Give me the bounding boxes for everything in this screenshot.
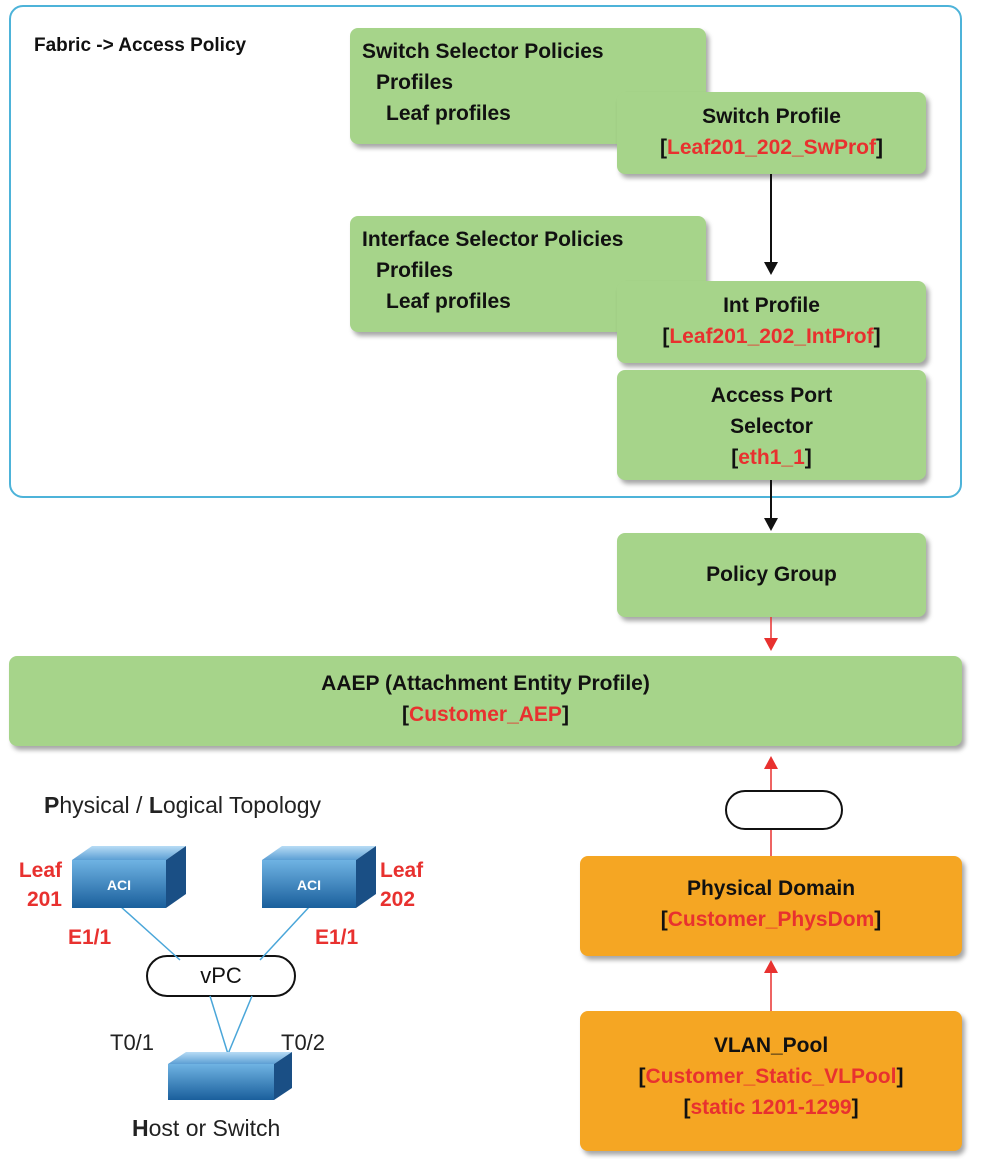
policy-group-label: Policy Group bbox=[706, 563, 837, 586]
int-profile-name-line: [Leaf201_202_IntProf] bbox=[662, 325, 881, 348]
fabric-access-policy-frame bbox=[9, 5, 962, 498]
vlan-pool-name-line: [Customer_Static_VLPool] bbox=[638, 1065, 904, 1088]
int-profile-name: Leaf201_202_IntProf bbox=[669, 325, 874, 348]
switch-profile-box: Switch Profile [Leaf201_202_SwProf] bbox=[617, 92, 926, 174]
empty-connector-pill bbox=[725, 790, 843, 830]
host-or-switch-label: Host or Switch bbox=[132, 1115, 281, 1141]
selector-label: Selector bbox=[730, 415, 813, 438]
vlan-pool-label: VLAN_Pool bbox=[713, 1034, 829, 1057]
physical-domain-box: Physical Domain [Customer_PhysDom] bbox=[580, 856, 962, 956]
access-port-name-line: [eth1_1] bbox=[731, 446, 812, 469]
switch-selector-profiles: Profiles bbox=[376, 71, 454, 94]
physical-domain-name-line: [Customer_PhysDom] bbox=[660, 908, 882, 931]
port-t0-1: T0/1 bbox=[110, 1030, 155, 1055]
switch-selector-title: Switch Selector Policies bbox=[362, 40, 604, 63]
svg-text:ACI: ACI bbox=[107, 877, 131, 893]
int-profile-label: Int Profile bbox=[723, 294, 820, 317]
arrowhead-policy-to-aaep bbox=[764, 638, 778, 651]
physical-domain-name: Customer_PhysDom bbox=[667, 908, 875, 931]
arrowhead-pill-to-aaep bbox=[764, 756, 778, 769]
link-vpc-host-b bbox=[227, 995, 253, 1055]
access-port-label: Access Port bbox=[710, 384, 833, 407]
arrowhead-selector-to-policy bbox=[764, 518, 778, 531]
switch-profile-name-line: [Leaf201_202_SwProf] bbox=[660, 136, 883, 159]
physical-domain-label: Physical Domain bbox=[686, 877, 856, 900]
switch-selector-leaf-profiles: Leaf profiles bbox=[386, 102, 511, 125]
leaf-201-switch-icon: ACI bbox=[72, 846, 186, 908]
interface-selector-leaf-profiles: Leaf profiles bbox=[386, 290, 511, 313]
access-port-name: eth1_1 bbox=[738, 446, 805, 469]
vlan-pool-box: VLAN_Pool [Customer_Static_VLPool] [stat… bbox=[580, 1011, 962, 1151]
host-switch-icon bbox=[168, 1052, 292, 1100]
vpc-pill: vPC bbox=[146, 955, 296, 997]
leaf-201-port: E1/1 bbox=[68, 926, 112, 949]
switch-profile-name: Leaf201_202_SwProf bbox=[667, 136, 876, 159]
policy-group-box: Policy Group bbox=[617, 533, 926, 617]
arrowhead-switch-to-int bbox=[764, 262, 778, 275]
arrowhead-pool-to-domain bbox=[764, 960, 778, 973]
topology-title: Physical / Logical Topology bbox=[44, 792, 322, 818]
interface-selector-profiles: Profiles bbox=[376, 259, 454, 282]
link-vpc-host-a bbox=[209, 995, 229, 1055]
svg-text:ACI: ACI bbox=[297, 877, 321, 893]
vlan-pool-range-line: [static 1201-1299] bbox=[683, 1096, 859, 1119]
switch-profile-label: Switch Profile bbox=[702, 105, 841, 128]
leaf-202-port: E1/1 bbox=[315, 926, 359, 949]
vlan-pool-name: Customer_Static_VLPool bbox=[645, 1065, 897, 1088]
vlan-pool-range: static 1201-1299 bbox=[690, 1096, 852, 1119]
link-leaf201-vpc bbox=[119, 905, 181, 961]
aaep-name: Customer_AEP bbox=[409, 703, 562, 726]
link-leaf202-vpc bbox=[259, 905, 311, 961]
leaf-202-switch-icon: ACI bbox=[262, 846, 376, 908]
interface-selector-title: Interface Selector Policies bbox=[362, 228, 624, 251]
frame-title: Fabric -> Access Policy bbox=[34, 35, 247, 56]
port-t0-2: T0/2 bbox=[281, 1030, 326, 1055]
access-port-selector-box: Access Port Selector [eth1_1] bbox=[617, 370, 926, 480]
aaep-label: AAEP (Attachment Entity Profile) bbox=[321, 672, 650, 695]
aaep-name-line: [Customer_AEP] bbox=[402, 703, 569, 726]
aaep-box: AAEP (Attachment Entity Profile) [Custom… bbox=[9, 656, 962, 746]
int-profile-box: Int Profile [Leaf201_202_IntProf] bbox=[617, 281, 926, 363]
interface-selector-policies-box: Interface Selector Policies Profiles Lea… bbox=[350, 216, 706, 332]
